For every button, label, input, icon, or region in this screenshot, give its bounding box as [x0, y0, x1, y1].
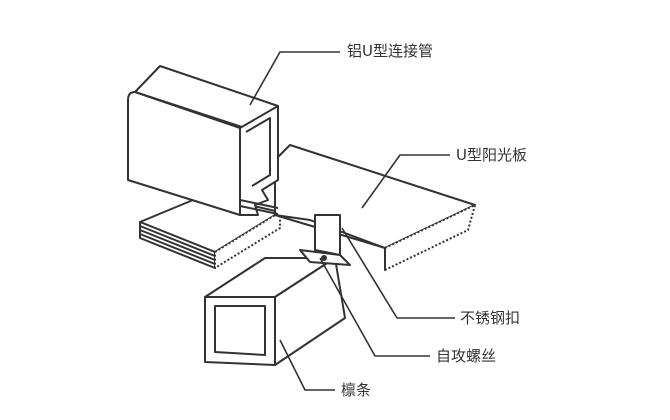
leader-lines	[249, 51, 455, 391]
label-screw: 自攻螺丝	[436, 347, 497, 365]
purlin-tube	[204, 257, 346, 366]
label-connector: 铝U型连接管	[347, 42, 433, 60]
label-purlin: 檩条	[341, 381, 372, 399]
left-panel	[139, 194, 281, 269]
aluminum-connector	[127, 65, 279, 216]
label-clip: 不锈钢扣	[460, 309, 521, 327]
steel-clip	[299, 214, 351, 266]
label-panel: U型阳光板	[456, 146, 527, 164]
